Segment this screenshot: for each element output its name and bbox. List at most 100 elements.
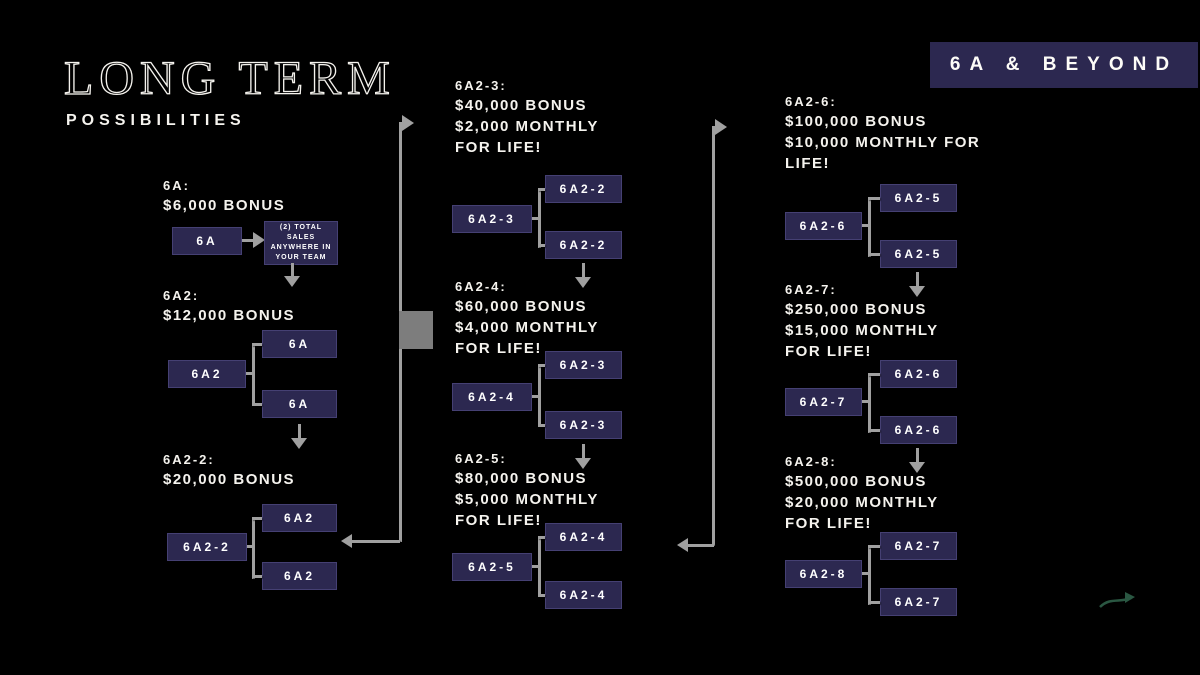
connector-line xyxy=(916,272,919,286)
monthly-line: $4,000 MONTHLY xyxy=(455,319,599,336)
down-arrow-icon xyxy=(284,276,300,287)
connector-line xyxy=(538,188,541,248)
down-arrow-icon xyxy=(575,458,591,469)
connector-line xyxy=(538,536,545,539)
section-heading-6a2-4: 6A2-4: $60,000 BONUS $4,000 MONTHLY FOR … xyxy=(455,277,599,359)
down-arrow-icon xyxy=(291,438,307,449)
section-heading-6a2-6: 6A2-6: $100,000 BONUS $10,000 MONTHLY FO… xyxy=(785,92,980,174)
gray-block xyxy=(399,311,433,349)
connector-line xyxy=(862,224,870,227)
connector-line xyxy=(688,544,714,547)
right-arrow-icon xyxy=(715,119,727,135)
section-heading-6a2-8: 6A2-8: $500,000 BONUS $20,000 MONTHLY FO… xyxy=(785,452,939,534)
down-arrow-icon xyxy=(909,286,925,297)
down-arrow-icon xyxy=(909,462,925,473)
requirement-note-box: (2) TOTAL SALES ANYWHERE IN YOUR TEAM xyxy=(264,221,338,265)
connector-line xyxy=(352,540,400,543)
note-line: ANYWHERE IN xyxy=(270,244,332,251)
rank-label: 6A: xyxy=(163,178,190,193)
section-heading-6a: 6A: $6,000 BONUS xyxy=(163,176,285,216)
right-arrow-icon xyxy=(402,115,414,131)
rank-box-6a2-child-bottom: 6A xyxy=(262,390,337,418)
monthly-line: $20,000 MONTHLY xyxy=(785,494,939,511)
left-arrow-icon xyxy=(341,534,352,548)
rank-box-6a2-7-child-bottom: 6A2-6 xyxy=(880,416,957,444)
rank-box-6a2-7-child-top: 6A2-6 xyxy=(880,360,957,388)
rank-label: 6A2-8: xyxy=(785,454,837,469)
bonus-line: $80,000 BONUS xyxy=(455,470,588,487)
rank-box-6a2-2-child-bottom: 6A2 xyxy=(262,562,337,590)
connector-line xyxy=(532,565,540,568)
bonus-line: $6,000 BONUS xyxy=(163,197,286,214)
rank-box-6a2-2-child-top: 6A2 xyxy=(262,504,337,532)
note-line: (2) TOTAL SALES xyxy=(279,224,323,241)
monthly-line: $15,000 MONTHLY xyxy=(785,322,939,339)
monthly-line: $2,000 MONTHLY xyxy=(455,118,599,135)
connector-line xyxy=(868,373,880,376)
section-heading-6a2-7: 6A2-7: $250,000 BONUS $15,000 MONTHLY FO… xyxy=(785,280,939,362)
connector-line xyxy=(252,517,255,579)
section-heading-6a2-5: 6A2-5: $80,000 BONUS $5,000 MONTHLY FOR … xyxy=(455,449,599,531)
connector-line xyxy=(246,372,254,375)
connector-line xyxy=(868,545,880,548)
decorative-arrow-icon xyxy=(1099,592,1135,608)
bonus-line: $40,000 BONUS xyxy=(455,97,588,114)
for-life-line: FOR LIFE! xyxy=(455,340,542,357)
connector-line xyxy=(532,395,540,398)
connector-line xyxy=(242,239,255,242)
connector-line xyxy=(868,429,880,432)
rank-box-6a2-6-child-top: 6A2-5 xyxy=(880,184,957,212)
section-heading-6a2-2: 6A2-2: $20,000 BONUS xyxy=(163,450,295,490)
connector-line xyxy=(868,197,871,257)
connector-line xyxy=(538,188,545,191)
connector-line xyxy=(252,403,262,406)
connector-line xyxy=(538,364,545,367)
rank-box-6a2-8-child-top: 6A2-7 xyxy=(880,532,957,560)
down-arrow-icon xyxy=(575,277,591,288)
rank-box-6a2-5-child-top: 6A2-4 xyxy=(545,523,622,551)
bonus-line: $60,000 BONUS xyxy=(455,298,588,315)
rank-box-6a2-root: 6A2 xyxy=(168,360,246,388)
rank-box-6a2-4-child-top: 6A2-3 xyxy=(545,351,622,379)
connector-line xyxy=(538,594,545,597)
connector-line xyxy=(252,343,262,346)
rank-box-6a2-5-child-bottom: 6A2-4 xyxy=(545,581,622,609)
rank-label: 6A2-6: xyxy=(785,94,837,109)
connector-line xyxy=(252,517,262,520)
rank-box-6a2-8-root: 6A2-8 xyxy=(785,560,862,588)
note-line: YOUR TEAM xyxy=(275,254,327,261)
rank-box-6a2-7-root: 6A2-7 xyxy=(785,388,862,416)
rank-label: 6A2-4: xyxy=(455,279,507,294)
rank-box-6a2-3-child-bottom: 6A2-2 xyxy=(545,231,622,259)
connector-line xyxy=(538,536,541,597)
monthly-line: $10,000 MONTHLY FOR xyxy=(785,134,981,151)
connector-line xyxy=(247,545,254,548)
rank-box-6a-root: 6A xyxy=(172,227,242,255)
rank-label: 6A2-2: xyxy=(163,452,215,467)
connector-line xyxy=(868,601,880,604)
section-heading-6a2-3: 6A2-3: $40,000 BONUS $2,000 MONTHLY FOR … xyxy=(455,76,599,158)
connector-line xyxy=(538,424,545,427)
badge-6a-and-beyond: 6A & BEYOND xyxy=(930,42,1198,88)
for-life-line: FOR LIFE! xyxy=(785,515,872,532)
connector-line xyxy=(868,545,871,605)
connector-line xyxy=(291,263,294,276)
connector-line xyxy=(582,444,585,458)
page-title: LONG TERM xyxy=(63,51,396,105)
title-text: LONG TERM xyxy=(64,52,396,105)
rank-box-6a2-6-root: 6A2-6 xyxy=(785,212,862,240)
rank-box-6a2-child-top: 6A xyxy=(262,330,337,358)
for-life-line: FOR LIFE! xyxy=(785,343,872,360)
rank-label: 6A2: xyxy=(163,288,200,303)
rank-label: 6A2-5: xyxy=(455,451,507,466)
connector-line xyxy=(252,343,255,406)
connector-line xyxy=(868,373,871,433)
connector-line xyxy=(532,217,540,220)
rank-box-6a2-6-child-bottom: 6A2-5 xyxy=(880,240,957,268)
left-arrow-icon xyxy=(677,538,688,552)
rank-box-6a2-2-root: 6A2-2 xyxy=(167,533,247,561)
connector-line xyxy=(298,424,301,438)
page-subtitle: POSSIBILITIES xyxy=(66,112,246,129)
connector-line xyxy=(868,253,880,256)
